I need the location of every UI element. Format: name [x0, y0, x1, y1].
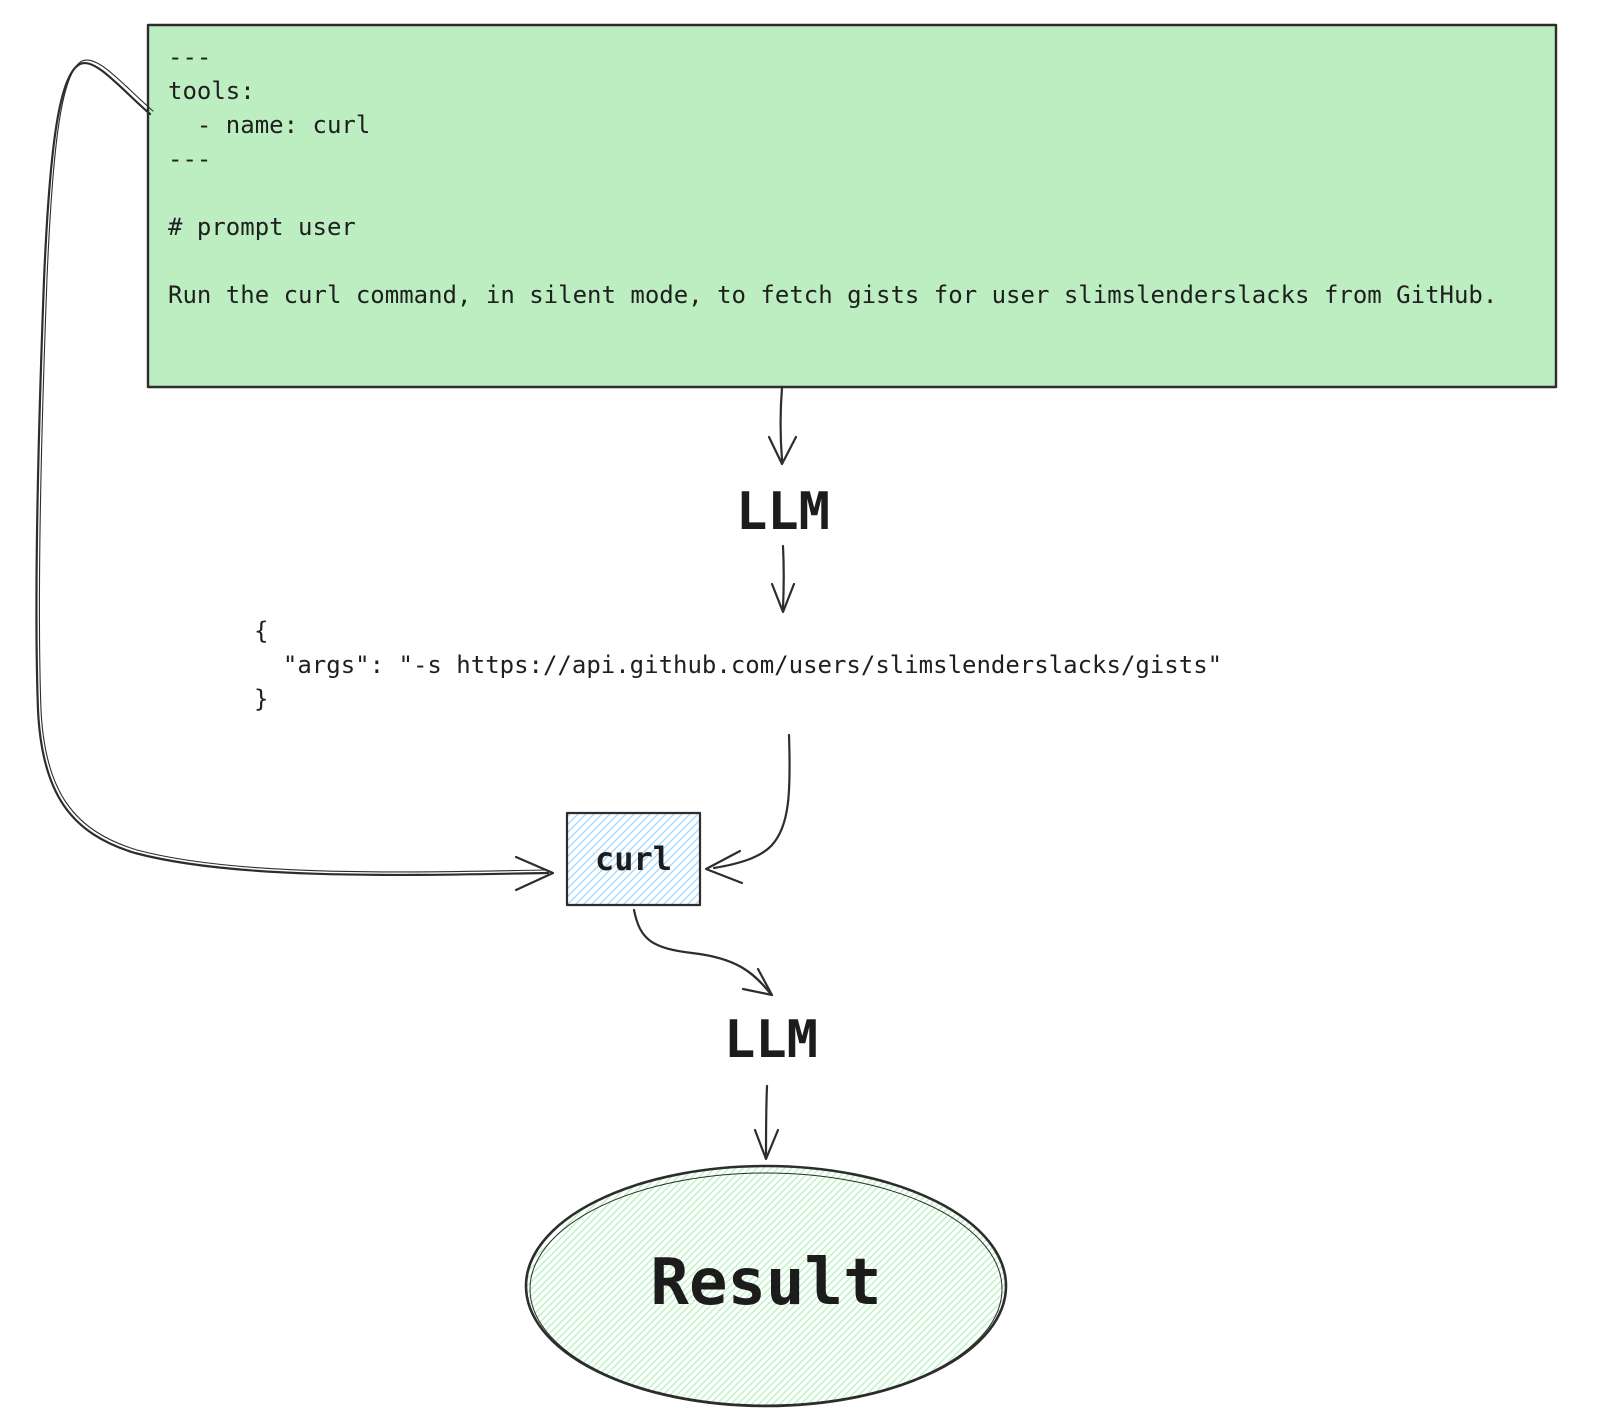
- arrow-tools-to-curl: [35, 61, 550, 877]
- result-node-ellipse: [524, 1164, 1008, 1408]
- arrow-prompt-to-llm: [779, 386, 784, 462]
- arrow-curl-to-llm-head: [741, 967, 774, 997]
- arrow-toolcall-to-curl: [712, 733, 791, 870]
- ink-group: [35, 23, 1558, 1408]
- arrow-toolcall-to-curl-head: [704, 849, 744, 885]
- prompt-box: [146, 23, 1558, 389]
- curl-node-label: curl: [594, 840, 673, 878]
- llm-bottom-label: LLM: [724, 1010, 818, 1070]
- result-node-label: Result: [650, 1246, 882, 1320]
- curl-node-box: [565, 811, 702, 907]
- arrow-llm-to-result-head: [753, 1128, 780, 1161]
- arrow-curl-to-llm: [632, 908, 772, 995]
- result-node-ellipse-echo: [529, 1172, 1003, 1406]
- prompt-box-code: --- tools: - name: curl --- # prompt use…: [168, 43, 1498, 309]
- arrow-llm-to-toolcall: [781, 544, 785, 610]
- arrow-llm-to-toolcall-head: [770, 582, 796, 614]
- llm-top-label: LLM: [736, 482, 830, 542]
- arrow-tools-to-curl-head: [514, 855, 555, 892]
- arrow-llm-to-result: [764, 1084, 769, 1158]
- arrow-tools-to-curl-echo: [38, 59, 547, 873]
- tool-call-json: { "args": "-s https://api.github.com/use…: [254, 617, 1223, 713]
- arrow-prompt-to-llm-head: [767, 435, 798, 466]
